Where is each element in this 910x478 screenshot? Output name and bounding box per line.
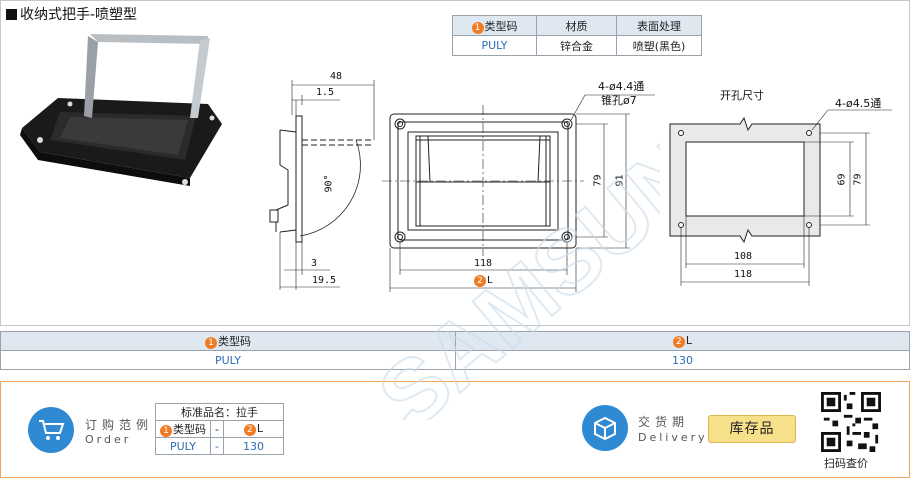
mid-cell-type: PULY <box>0 350 456 370</box>
cutout-view <box>669 109 892 286</box>
dim-118: 118 <box>474 258 493 269</box>
header-label: 类型码 <box>484 19 518 33</box>
order-cell-L: 130 <box>222 437 284 455</box>
delivery-en: Delivery <box>638 431 708 444</box>
order-dash-2: - <box>210 437 224 455</box>
hole-note-1: 4-ø4.4通 <box>598 80 645 93</box>
num-badge: 1 <box>160 425 172 437</box>
qr-label: 扫码查价 <box>824 457 868 470</box>
num-badge: 2 <box>243 424 256 436</box>
product-image <box>20 34 222 186</box>
num-badge: 2 <box>672 336 685 348</box>
cutout-title: 开孔尺寸 <box>720 89 764 102</box>
cutout-hole-note: 4-ø4.5通 <box>835 97 882 110</box>
title-square-icon <box>6 9 17 20</box>
delivery-zh: 交货期 <box>638 415 690 429</box>
num-badge: 1 <box>205 337 217 349</box>
order-std-name: 标准品名：拉手 <box>155 403 284 421</box>
dim-79-cutout: 79 <box>852 173 864 186</box>
delivery-box-icon <box>582 405 628 451</box>
spec-cell-type: PULY <box>452 35 537 56</box>
dim-118-cutout: 118 <box>734 269 753 280</box>
cart-icon <box>28 407 74 453</box>
order-dash: - <box>210 420 224 438</box>
hole-note-2: 锥孔ø7 <box>601 94 637 107</box>
qr-code-icon[interactable] <box>821 392 881 452</box>
mid-cell-L: 130 <box>455 350 910 370</box>
dim-1-5: 1.5 <box>316 87 335 98</box>
dim-108: 108 <box>734 251 753 262</box>
spec-cell-surface: 喷塑(黑色) <box>616 35 702 56</box>
dim-91: 91 <box>614 174 626 187</box>
spec-header-surface: 表面处理 <box>616 15 702 36</box>
header-label: 类型码 <box>218 335 251 348</box>
technical-drawing <box>20 34 892 292</box>
order-cell-type: PULY <box>155 437 211 455</box>
num-badge: 2 <box>474 275 486 287</box>
header-label: 类型码 <box>173 423 206 436</box>
header-label: L <box>685 334 693 347</box>
order-en: Order <box>85 433 132 446</box>
spec-header-material: 材质 <box>536 15 617 36</box>
dim-19-5: 19.5 <box>312 275 337 286</box>
order-zh: 订购范例 <box>85 418 154 432</box>
dim-69: 69 <box>836 173 848 186</box>
dim-3: 3 <box>311 258 318 269</box>
front-view <box>382 94 655 292</box>
header-label: L <box>256 422 264 435</box>
dim-79: 79 <box>592 174 604 187</box>
title-text: 收纳式把手-喷塑型 <box>20 7 138 23</box>
page-title: 收纳式把手-喷塑型 <box>6 4 137 24</box>
angle-90: 90° <box>323 174 335 193</box>
dim-48: 48 <box>330 71 343 82</box>
side-view <box>269 80 375 290</box>
dim-L-text: L <box>487 275 494 286</box>
num-badge: 1 <box>471 21 484 34</box>
in-stock-button[interactable]: 库存品 <box>708 415 796 443</box>
